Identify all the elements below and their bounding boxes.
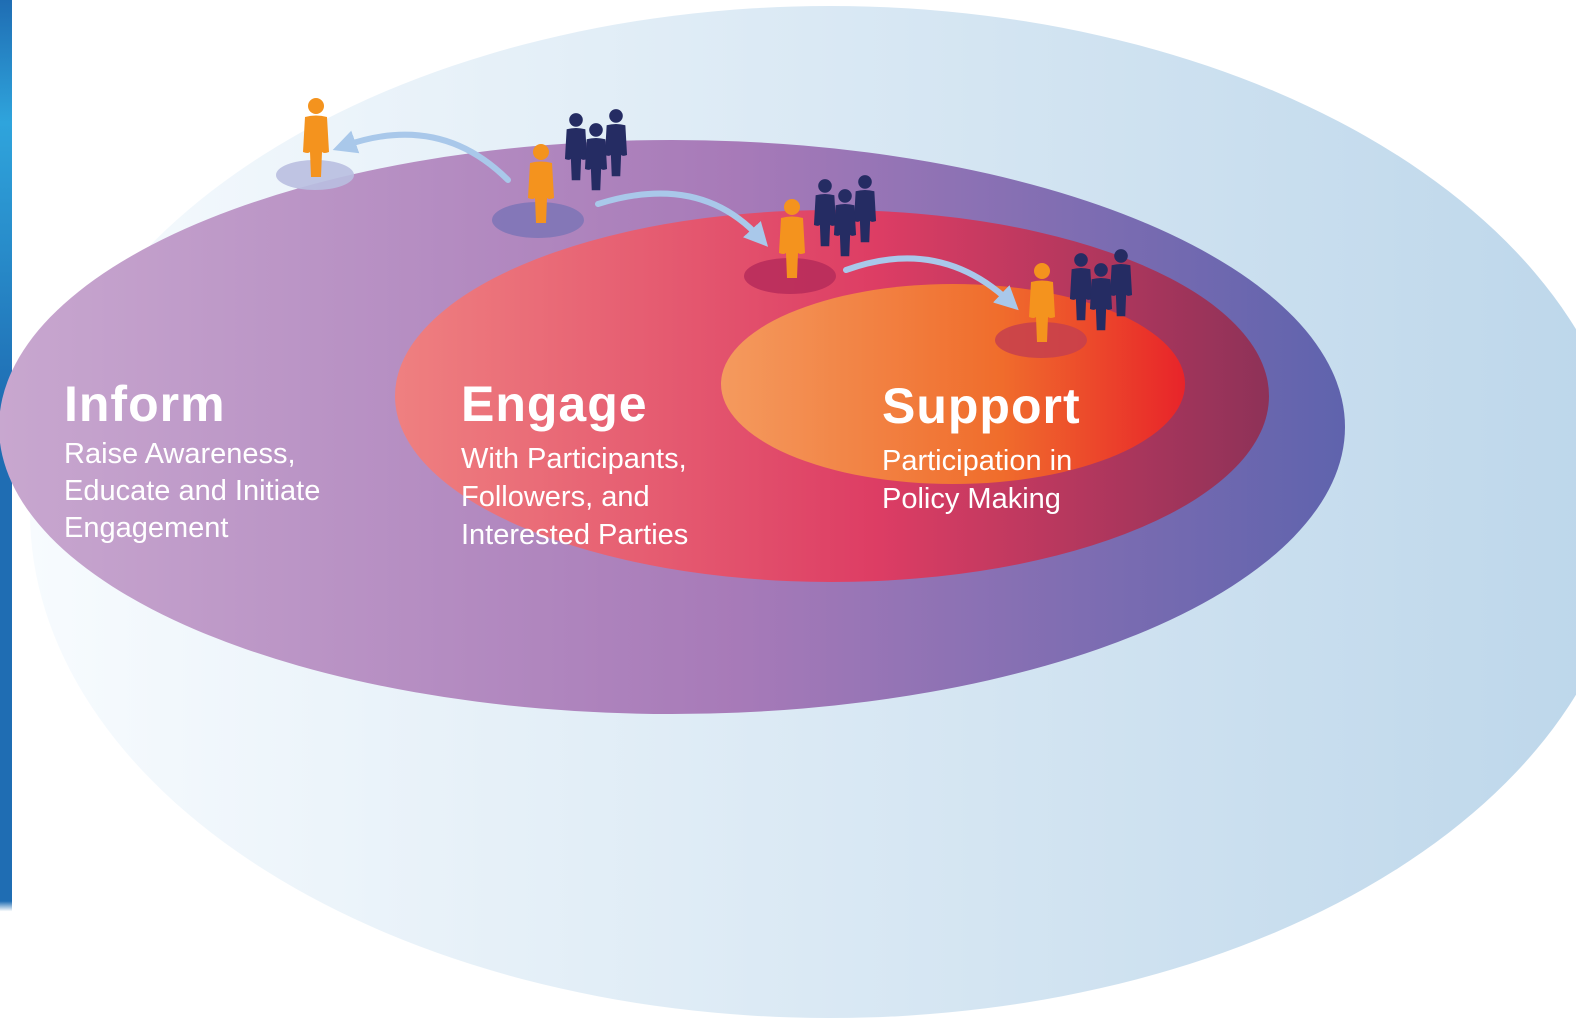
inform-description: Raise Awareness, Educate and Initiate En… (64, 436, 320, 547)
inform-description-line: Raise Awareness, (64, 438, 296, 470)
engage-description-line: Followers, and (461, 481, 650, 513)
engage-description-line: With Participants, (461, 443, 687, 475)
curved-arrow-icon (595, 190, 769, 247)
engage-description-line: Interested Parties (461, 519, 689, 551)
curved-arrow-icon (332, 130, 511, 183)
support-description-line: Participation in (882, 445, 1073, 477)
support-description-line: Policy Making (882, 483, 1061, 515)
curved-arrow-icon (843, 255, 1019, 311)
support-description: Participation in Policy Making (882, 442, 1072, 518)
engage-title: Engage (461, 376, 648, 432)
inform-description-line: Educate and Initiate (64, 475, 321, 507)
left-edge-bar (0, 0, 12, 1024)
support-title: Support (882, 378, 1081, 434)
engage-description: With Participants, Followers, and Intere… (461, 440, 688, 554)
inform-description-line: Engagement (64, 512, 229, 544)
inform-title: Inform (64, 376, 226, 432)
